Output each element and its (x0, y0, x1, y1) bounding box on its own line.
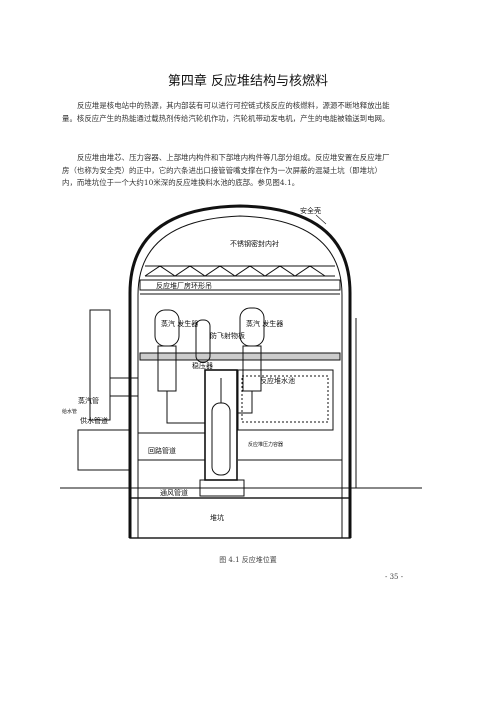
label-feedwater-pipe: 给水管 (62, 408, 77, 415)
label-sg-left: 蒸汽 发生器 (161, 319, 198, 328)
label-cavity: 堆坑 (210, 513, 224, 522)
label-missile-shield: 防飞射物板 (210, 331, 245, 340)
label-polar-crane: 反应堆厂房环形吊 (156, 281, 212, 290)
containment-wall (128, 204, 352, 538)
label-loop-pipe: 回路管道 (148, 446, 176, 455)
paragraph-1: 反应堆是核电站中的热源，其内部装有可以进行可控链式核反应的核燃料，源源不断地释放… (62, 101, 390, 123)
label-steam-pipe: 蒸汽管 (78, 396, 99, 405)
label-refuel-pool: 反应堆水池 (260, 376, 295, 385)
figure-caption: 图 4.1 反应堆位置 (219, 556, 277, 564)
label-vent-duct: 通风管道 (160, 488, 188, 497)
label-main-feedwater: 供水管道 (80, 416, 108, 425)
label-containment: 安全壳 (300, 206, 321, 215)
label-steel-liner: 不锈钢密封内衬 (230, 239, 279, 248)
chapter-title: 第四章 反应堆结构与核燃料 (167, 74, 329, 89)
label-pressurizer: 稳压器 (192, 361, 213, 370)
reactor-building-diagram: 安全壳 不锈钢密封内衬 反应堆厂房环形吊 蒸汽 发生器 蒸汽 发生器 稳压器 防… (60, 204, 422, 539)
reactor-building-figure: 安全壳 不锈钢密封内衬 反应堆厂房环形吊 蒸汽 发生器 蒸汽 发生器 稳压器 防… (60, 198, 422, 543)
page-number: - 35 - (385, 573, 404, 581)
label-vessel: 反应堆压力容器 (248, 441, 283, 448)
label-sg-right: 蒸汽 发生器 (246, 319, 283, 328)
paragraph-2: 反应堆由堆芯、压力容器、上部堆内构件和下部堆内构件等几部分组成。反应堆安置在反应… (62, 153, 390, 188)
